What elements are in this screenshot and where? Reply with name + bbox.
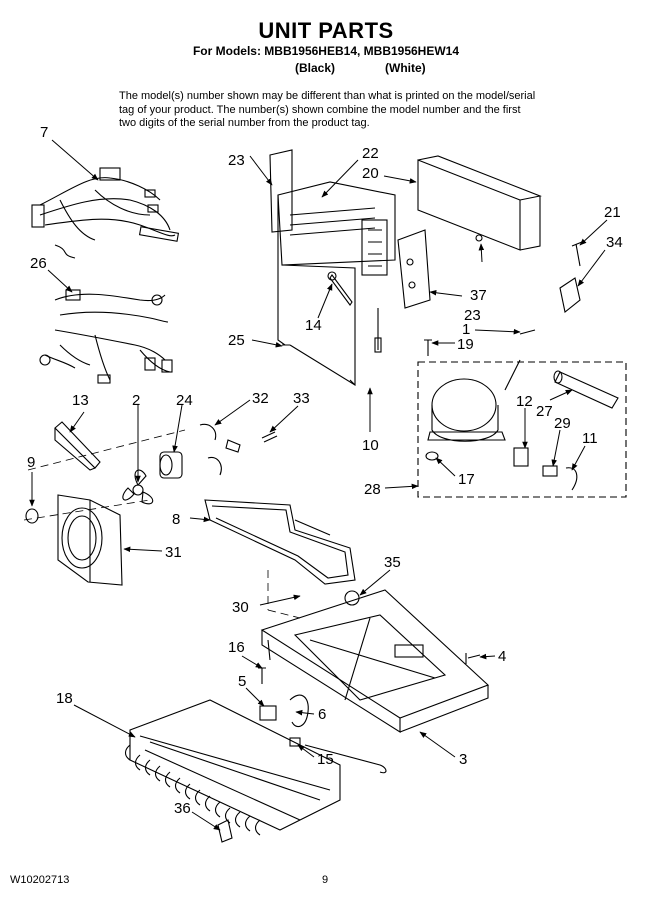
clip-part-34: [559, 277, 581, 313]
callout-22: 22: [362, 145, 379, 162]
callout-4: 4: [498, 648, 506, 665]
screw-part-19: [424, 339, 432, 356]
base-pan: [260, 589, 490, 733]
callout-37: 37: [470, 287, 487, 304]
screw-part-1: [519, 329, 536, 335]
drier-part-27: [553, 370, 619, 409]
callout-26: 26: [30, 255, 47, 272]
wire-harness-part-7: [31, 167, 180, 259]
compressor-kit-outline-part-28: [417, 361, 627, 498]
cover-part-11: [565, 467, 578, 491]
callout-5: 5: [238, 673, 246, 690]
variant-white-label: (White): [385, 61, 426, 75]
relay-part-12: [513, 447, 529, 467]
callout-23-right: 23: [464, 307, 481, 324]
callout-11: 11: [582, 430, 598, 447]
drain-pan-part-8: [204, 499, 356, 585]
grommet-part-17: [425, 451, 439, 461]
thermostat-part-14: [329, 274, 353, 306]
callout-16: 16: [228, 639, 245, 656]
part-15: [289, 737, 301, 747]
variant-black-label: (Black): [295, 61, 336, 75]
page-number: 9: [322, 874, 329, 886]
callout-10: 10: [362, 437, 379, 454]
rear-cover-part-20: [417, 155, 542, 251]
bracket-part-13: [54, 421, 101, 469]
callout-36: 36: [174, 800, 191, 817]
callout-21: 21: [604, 204, 621, 221]
callout-31: 31: [165, 544, 182, 561]
tube-part-6: [289, 694, 309, 728]
callout-3: 3: [459, 751, 467, 768]
overload-part-29: [542, 465, 558, 477]
callout-29: 29: [554, 415, 571, 432]
screw-part-33: [261, 431, 278, 443]
callout-9: 9: [27, 454, 35, 471]
callout-33: 33: [293, 390, 310, 407]
callout-14: 14: [305, 317, 322, 334]
screw-part-4: [467, 654, 481, 659]
callout-15: 15: [317, 751, 334, 768]
side-bracket-part-23: [397, 229, 431, 309]
page-title: UNIT PARTS: [258, 18, 394, 43]
model-list: For Models: MBB1956HEB14, MBB1956HEW14: [192, 44, 460, 58]
callout-34: 34: [606, 234, 623, 251]
callout-23-top: 23: [228, 152, 245, 169]
wire-harness-part-26: [39, 289, 173, 384]
callout-24: 24: [176, 392, 193, 409]
model-number-note: The model(s) number shown may be differe…: [119, 90, 536, 129]
callout-19: 19: [457, 336, 474, 353]
condenser-coil-assembly: [269, 149, 396, 386]
callout-12: 12: [516, 393, 533, 410]
callout-17: 17: [458, 471, 475, 488]
callout-25: 25: [228, 332, 245, 349]
callout-7: 7: [40, 124, 48, 141]
screw-part-16: [258, 667, 266, 684]
screw-part-37: [475, 234, 483, 242]
document-number: W10202713: [10, 874, 70, 886]
callout-18: 18: [56, 690, 73, 707]
callout-20: 20: [362, 165, 379, 182]
clip-part-36: [217, 819, 233, 843]
callout-6: 6: [318, 706, 326, 723]
callout-35: 35: [384, 554, 401, 571]
condenser-part-18: [124, 699, 341, 836]
callout-numbers: 7 26 13 2 24 32 33 9 31 8 23 22 20 14 25…: [27, 124, 623, 817]
leader-lines: [29, 139, 608, 831]
screw-part-21: [575, 243, 581, 267]
motor-bracket-part-32: [199, 423, 217, 441]
callout-32: 32: [252, 390, 269, 407]
grommet-part-9: [25, 508, 39, 524]
part-5: [259, 705, 277, 721]
callout-2: 2: [132, 392, 140, 409]
callout-30: 30: [232, 599, 249, 616]
fan-shroud-part-31: [57, 494, 123, 586]
fan-motor-part-24: [159, 451, 183, 479]
callout-13: 13: [72, 392, 89, 409]
callout-1: 1: [462, 321, 470, 338]
callout-27: 27: [536, 403, 553, 420]
callout-8: 8: [172, 511, 180, 528]
callout-28: 28: [364, 481, 381, 498]
compressor: [427, 359, 521, 442]
